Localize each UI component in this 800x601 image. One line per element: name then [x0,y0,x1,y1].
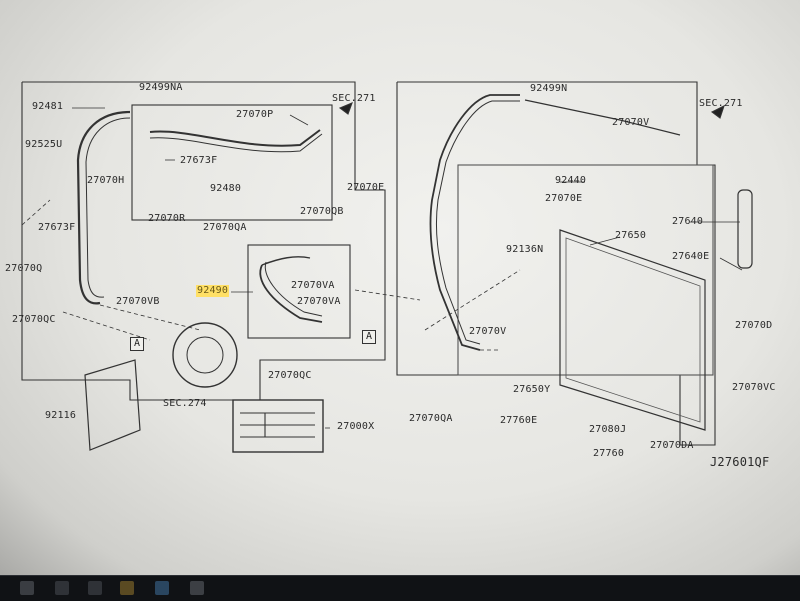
label-sec274: SEC.274 [163,398,207,409]
taskview-icon[interactable] [88,581,102,595]
label-27070da: 27070DA [650,440,694,451]
label-92525u: 92525U [25,139,63,150]
pipe-92481 [76,110,131,305]
inner-frame-92490 [247,244,351,339]
label-92499n: 92499N [530,83,568,94]
label-27070e-a: 27070E [347,182,385,193]
marker-a-left: A [130,337,144,351]
hose-92490 [259,264,323,323]
label-92480: 92480 [210,183,242,194]
inner-frame-92480 [131,104,333,221]
bracket-92116 [84,359,141,451]
compressor [172,322,238,388]
label-27650y: 27650Y [513,384,551,395]
label-27760e: 27760E [500,415,538,426]
taskbar [0,575,800,601]
pipe-92480 [149,129,321,147]
diagram-id: J27601QF [710,455,770,469]
label-27760: 27760 [593,448,625,459]
label-sec271-a: SEC.271 [332,93,376,104]
label-27673f-b: 27673F [38,222,76,233]
label-27070e-b: 27070E [545,193,583,204]
label-27070d: 27070D [735,320,773,331]
label-27070vc: 27070VC [732,382,776,393]
label-92481: 92481 [32,101,64,112]
inner-frame-condenser [457,164,714,376]
label-27070qc-b: 27070QC [268,370,312,381]
browser-icon[interactable] [155,581,169,595]
label-27070va-b: 27070VA [297,296,341,307]
label-92490: 92490 [196,285,230,297]
label-92116: 92116 [45,410,77,421]
label-92499na: 92499NA [139,82,183,93]
label-27070va-a: 27070VA [291,280,335,291]
label-27080j: 27080J [589,424,627,435]
app-icon[interactable] [190,581,204,595]
arrow-sec271-right [710,104,725,119]
label-27070h: 27070H [87,175,125,186]
label-27070v-b: 27070V [469,326,507,337]
label-plate-27000x [232,399,324,453]
label-27650: 27650 [615,230,647,241]
label-27640: 27640 [672,216,704,227]
receiver-drier-27640 [737,189,753,269]
label-92136n: 92136N [506,244,544,255]
label-27070qc-a: 27070QC [12,314,56,325]
condenser-27650 [559,229,706,431]
label-27070qb: 27070QB [300,206,344,217]
label-27070qa-a: 27070QA [203,222,247,233]
monitor-screen: 92499NA 92481 92525U 27070H 27673F 27673… [0,0,800,575]
label-27673f-a: 27673F [180,155,218,166]
label-27070q: 27070Q [5,263,43,274]
label-27070p: 27070P [236,109,274,120]
search-icon[interactable] [55,581,69,595]
label-27070qa-b: 27070QA [409,413,453,424]
label-27070v-a: 27070V [612,117,650,128]
right-group-frame [396,81,716,446]
start-icon[interactable] [20,581,34,595]
pipe-92440 [429,94,520,351]
label-92440: 92440 [555,175,587,186]
parts-diagram [21,81,753,453]
folder-icon[interactable] [120,581,134,595]
label-27070vb: 27070VB [116,296,160,307]
arrow-sec271-left [338,102,353,115]
marker-a-right: A [362,330,376,344]
label-27000x: 27000X [337,421,375,432]
label-sec271-b: SEC.271 [699,98,743,109]
label-27070r: 27070R [148,213,186,224]
left-group-frame [21,81,386,401]
label-27640e: 27640E [672,251,710,262]
